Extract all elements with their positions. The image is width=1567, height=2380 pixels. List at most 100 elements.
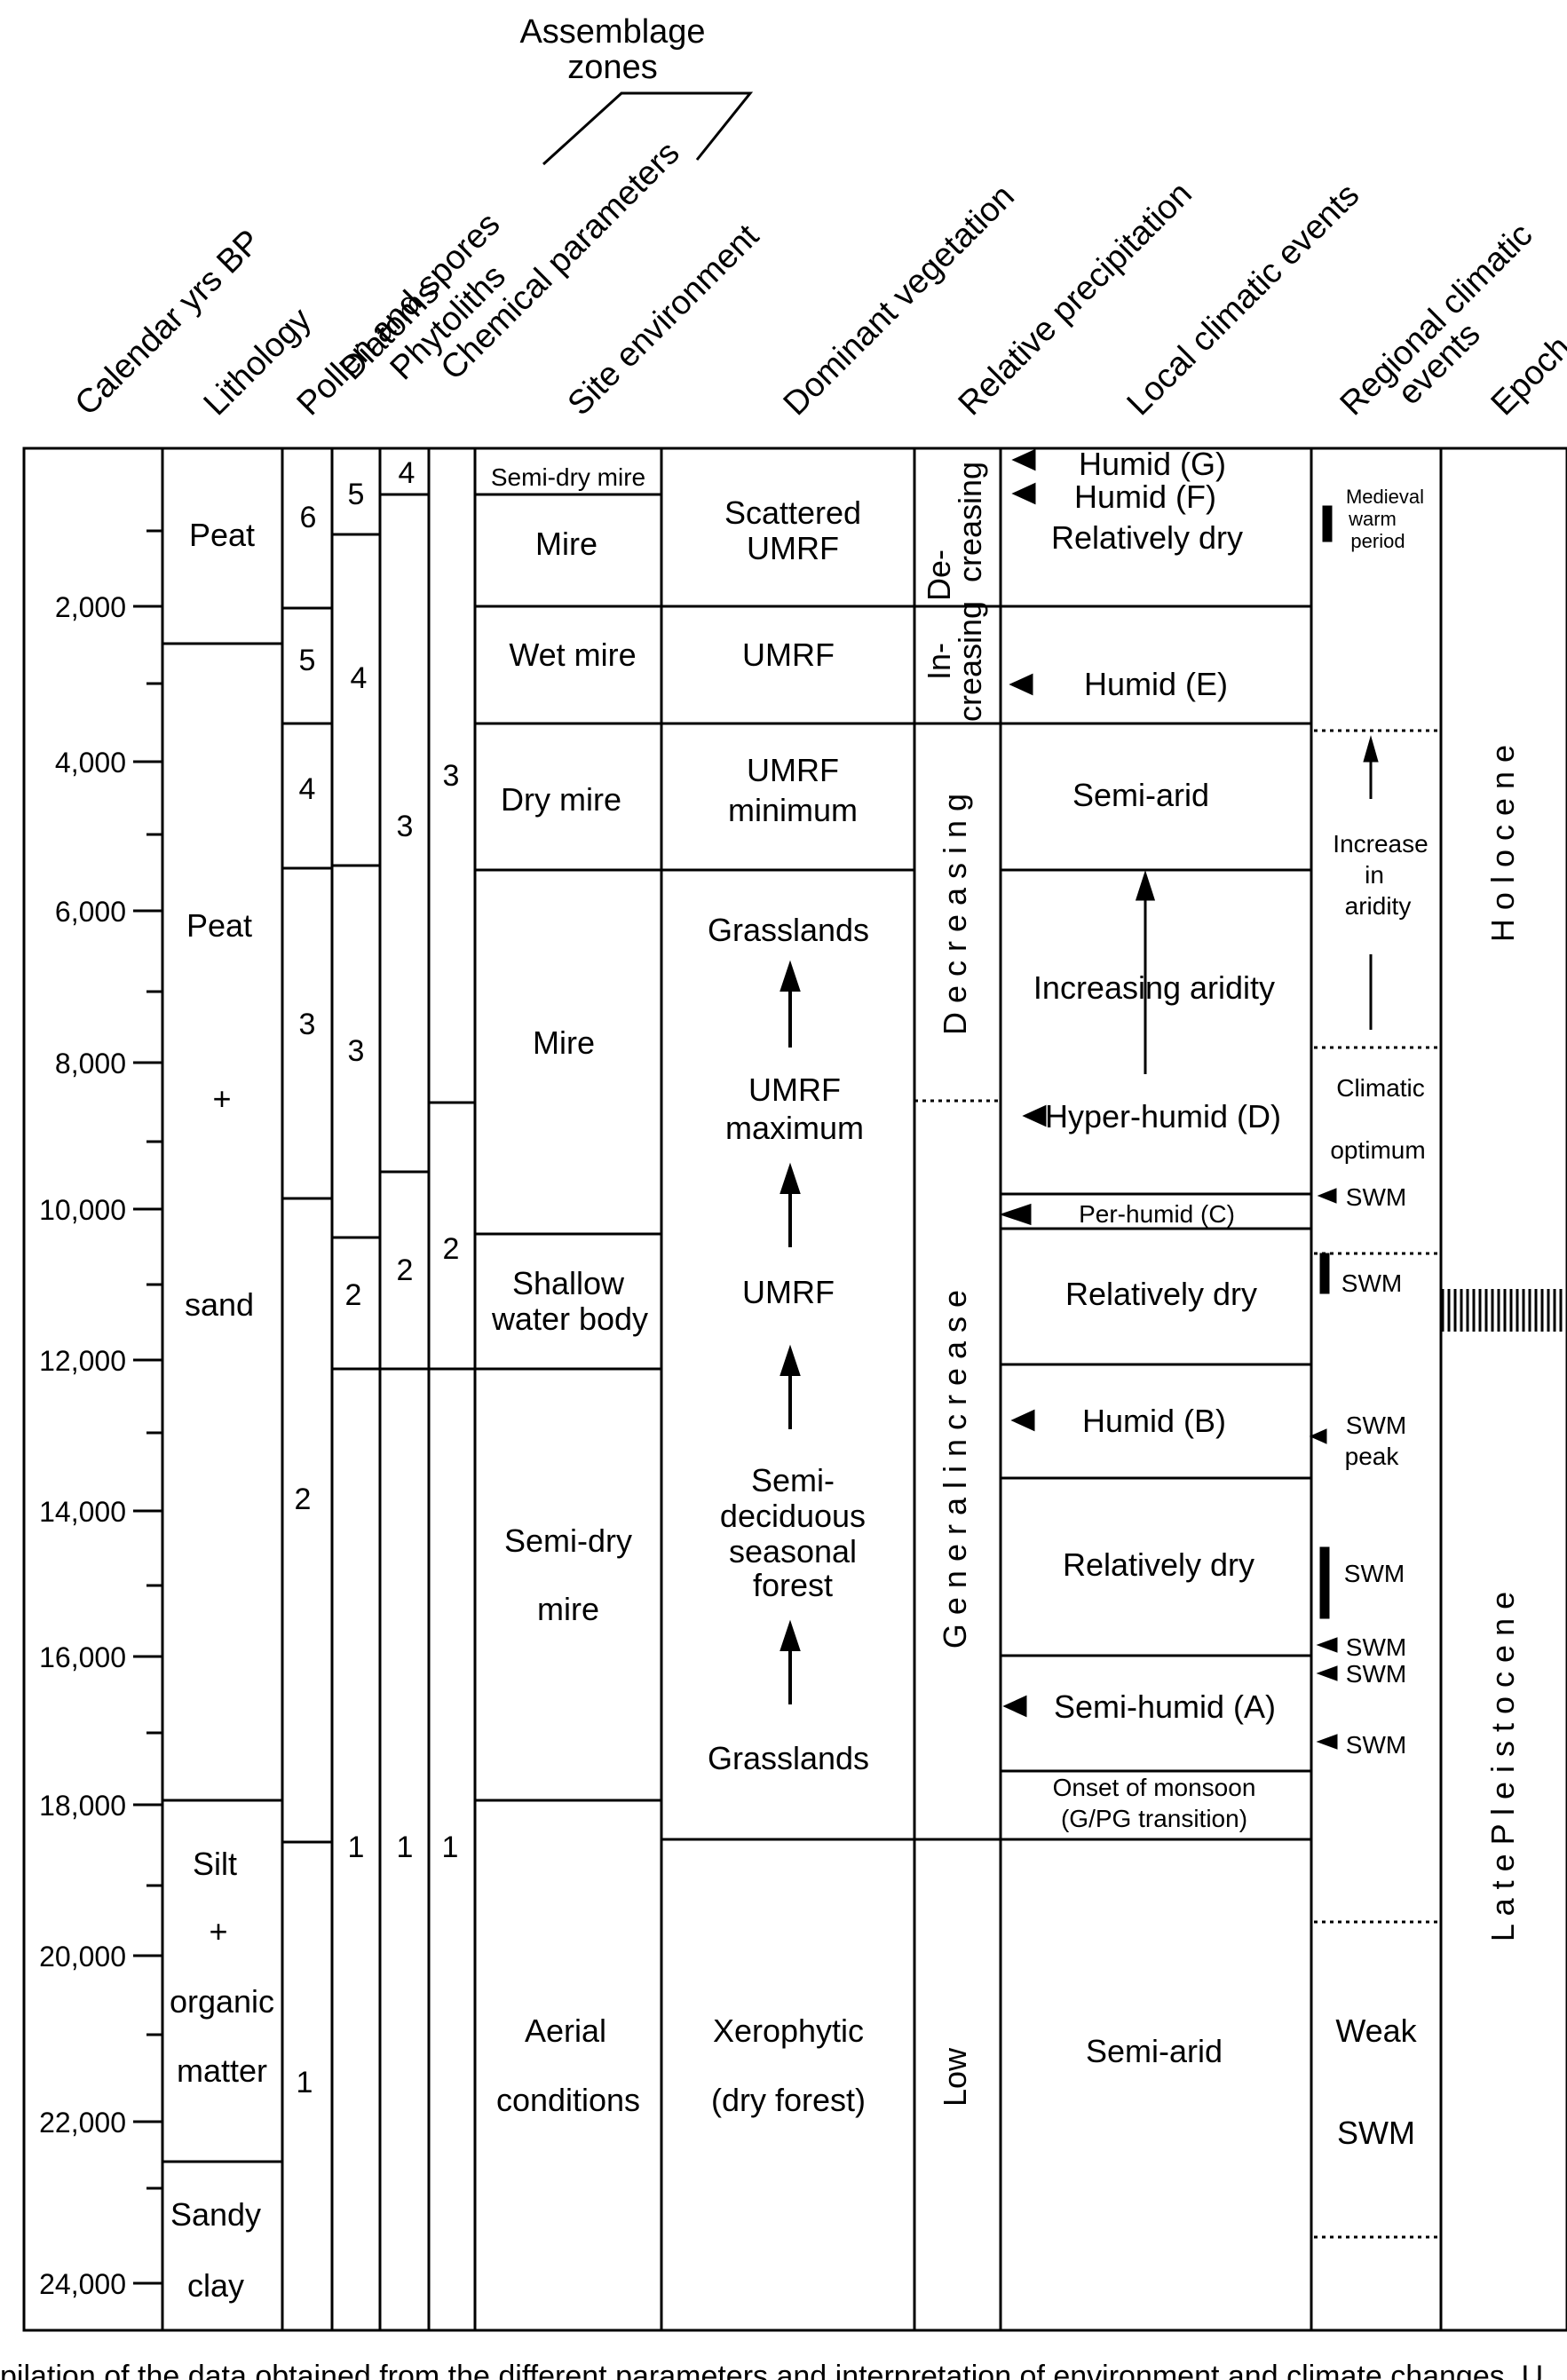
arrow-icon	[1002, 1695, 1027, 1718]
regional-period: period	[1350, 530, 1405, 552]
lithology-sand: sand	[185, 1286, 254, 1323]
chemical-zone: 1	[442, 1830, 459, 1864]
regional-swm: SWM	[1341, 1269, 1402, 1297]
epoch-late-pleistocene: L a t e P l e i s t o c e n e	[1484, 1592, 1521, 1941]
site-mire-low: mire	[537, 1591, 599, 1627]
precip-decreasing: D e c r e a s i n g	[937, 794, 973, 1035]
regional-swm: SWM	[1346, 1183, 1406, 1211]
diatom-zone: 5	[348, 478, 365, 511]
veg-scattered: Scattered	[724, 494, 861, 531]
veg-seasonal: seasonal	[729, 1533, 857, 1570]
diatom-zone: 3	[348, 1034, 365, 1068]
pollen-zone: 3	[299, 1008, 316, 1041]
regional-swm: SWM	[1346, 1660, 1406, 1688]
epoch-holocene: H o l o c e n e	[1484, 745, 1521, 942]
header-zones: zones	[567, 49, 657, 86]
tick-label: 24,000	[39, 2268, 126, 2300]
regional-peak: peak	[1345, 1443, 1400, 1470]
local-events-column: Humid (G) Humid (F) Relatively dry Humid…	[1033, 446, 1281, 2069]
column-headers: Assemblage zones Calendar yrs BP Litholo…	[68, 13, 1567, 423]
lithology-column: Peat Peat + sand Silt + organic matter S…	[170, 517, 274, 2304]
local-humid-e: Humid (E)	[1084, 666, 1228, 702]
lithology-clay: clay	[187, 2267, 244, 2304]
precip-de: De-	[921, 550, 957, 601]
regional-swm-peak: SWM	[1346, 1411, 1406, 1439]
site-shallow: Shallow	[512, 1265, 625, 1301]
tick-label: 18,000	[39, 1790, 126, 1822]
site-semi-dry: Semi-dry	[504, 1522, 632, 1559]
site-mire-mid: Mire	[533, 1024, 595, 1061]
regional-weak: Weak	[1335, 2012, 1417, 2049]
tick-label: 6,000	[55, 896, 126, 928]
veg-scattered-umrf: UMRF	[747, 530, 839, 566]
precip-creasing-2: creasing	[952, 601, 988, 722]
pollen-zone: 1	[297, 2066, 313, 2099]
precip-in: In-	[921, 643, 957, 680]
diatom-zone: 2	[345, 1278, 362, 1312]
veg-forest: forest	[753, 1567, 833, 1603]
tick-label: 12,000	[39, 1345, 126, 1377]
local-rel-dry-mid: Relatively dry	[1065, 1276, 1257, 1312]
dotted-boundaries	[914, 729, 1438, 2239]
local-semi-humid: Semi-humid (A)	[1054, 1688, 1276, 1725]
regional-warm: warm	[1348, 508, 1397, 530]
caption-fragment: pilation of the data obtained from the d…	[0, 2360, 1543, 2380]
tick-label: 4,000	[55, 747, 126, 779]
phytolith-zone: 1	[397, 1830, 414, 1864]
site-semi-dry-top: Semi-dry mire	[491, 463, 645, 491]
arrow-icon	[1009, 673, 1033, 696]
local-humid-f: Humid (F)	[1074, 478, 1216, 515]
local-humid-b: Humid (B)	[1082, 1403, 1226, 1439]
pollen-zone: 5	[299, 644, 316, 677]
chemical-zone: 3	[443, 759, 460, 793]
site-aerial: Aerial	[525, 2012, 606, 2049]
arrow-icon	[1135, 870, 1156, 901]
local-rel-dry-top: Relatively dry	[1051, 519, 1243, 556]
lithology-sandy: Sandy	[170, 2196, 261, 2233]
regional-increase: Increase	[1333, 830, 1428, 858]
tick-label: 10,000	[39, 1194, 126, 1226]
regional-weak-swm: SWM	[1337, 2115, 1415, 2151]
regional-medieval: Medieval	[1346, 486, 1424, 508]
regional-marks	[1309, 505, 1379, 1750]
veg-umrf-max: UMRF	[748, 1071, 841, 1108]
local-semi-arid-top: Semi-arid	[1072, 777, 1209, 813]
veg-xerophytic: Xerophytic	[713, 2012, 864, 2049]
precip-low: Low	[937, 2047, 973, 2107]
pollen-zone: 6	[300, 501, 317, 534]
diatom-zone: 1	[348, 1830, 365, 1864]
precip-creasing: creasing	[952, 462, 988, 582]
header-assemblage: Assemblage	[519, 13, 705, 51]
tick-label: 16,000	[39, 1641, 126, 1673]
tick-label: 2,000	[55, 591, 126, 623]
local-rel-dry-low: Relatively dry	[1063, 1546, 1254, 1583]
diatom-zone: 4	[351, 661, 368, 695]
regional-climatic: Climatic	[1336, 1074, 1425, 1102]
tick-label: 20,000	[39, 1941, 126, 1973]
site-wet-mire: Wet mire	[509, 637, 636, 673]
local-transition: (G/PG transition)	[1061, 1805, 1247, 1832]
lithology-peat-sand: Peat	[186, 907, 252, 944]
lithology-plus: +	[212, 1080, 231, 1117]
vegetation-column: Scattered UMRF UMRF UMRF minimum Grassla…	[708, 494, 869, 2118]
arrow-icon	[1316, 1734, 1338, 1750]
arrow-icon	[1317, 1188, 1337, 1204]
epoch-boundary-hatch	[1441, 1289, 1563, 1332]
vegetation-arrows	[780, 960, 801, 1704]
regional-swm: SWM	[1346, 1633, 1406, 1661]
local-per-humid: Per-humid (C)	[1079, 1200, 1235, 1228]
lithology-matter: matter	[177, 2052, 267, 2089]
site-conditions: conditions	[496, 2082, 640, 2118]
regional-in: in	[1365, 861, 1384, 889]
site-mire-top: Mire	[535, 526, 598, 562]
phytolith-zone: 3	[397, 810, 414, 843]
pollen-zone: 4	[299, 772, 316, 806]
phytolith-zone: 4	[399, 456, 415, 490]
tick-label: 14,000	[39, 1496, 126, 1528]
veg-umrf: UMRF	[742, 637, 835, 673]
tick-label: 22,000	[39, 2107, 126, 2139]
local-hyper-humid: Hyper-humid (D)	[1045, 1098, 1281, 1135]
zone-numbers: 6 5 4 3 2 1 5 4 3 2 1 4 3 2 1 3 2 1	[295, 456, 460, 2099]
local-onset: Onset of monsoon	[1053, 1774, 1256, 1801]
